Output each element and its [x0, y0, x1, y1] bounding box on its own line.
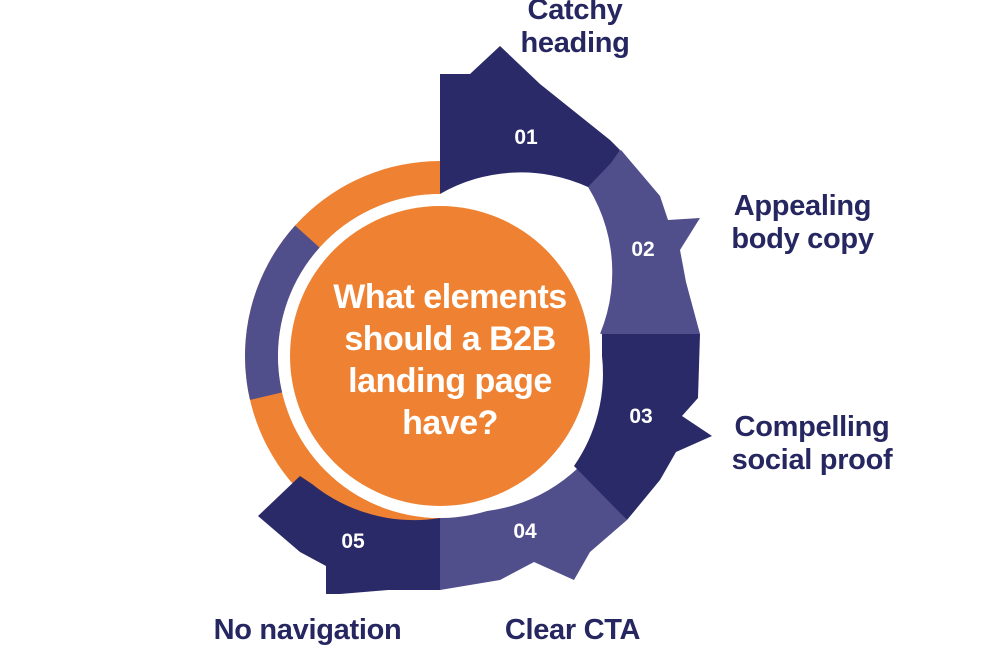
- center-question-line: landing page: [348, 362, 552, 400]
- segment-05: [258, 476, 440, 594]
- segment-01-label-line: Catchy: [527, 0, 623, 26]
- center-question-line: What elements: [333, 278, 567, 316]
- segment-01-number: 01: [514, 126, 538, 149]
- segment-04: [440, 468, 627, 590]
- segment-03-number: 03: [629, 405, 653, 428]
- segment-01-label: Catchy heading: [500, 0, 650, 60]
- segment-03: [574, 334, 712, 520]
- segment-03-label: Compelling social proof: [722, 411, 902, 477]
- segment-02: [576, 150, 700, 334]
- segment-05-label-line: No navigation: [213, 614, 402, 646]
- segment-02-label-line: Appealing: [733, 190, 872, 222]
- segment-02-number: 02: [631, 238, 655, 261]
- segment-01-label-line: heading: [520, 27, 630, 59]
- center-question-line: have?: [402, 404, 498, 442]
- segment-03-label-line: social proof: [731, 444, 893, 476]
- center-disc: [290, 206, 590, 506]
- segment-05-label: No navigation: [200, 614, 415, 647]
- segment-02-label: Appealing body copy: [720, 190, 885, 256]
- segment-01: [440, 46, 620, 194]
- center-question-line: should a B2B: [344, 320, 556, 358]
- segment-04-label: Clear CTA: [490, 614, 655, 647]
- segment-03-label-line: Compelling: [734, 411, 890, 443]
- segment-02-label-line: body copy: [731, 223, 874, 255]
- segment-04-number: 04: [513, 520, 537, 543]
- center-question: What elements should a B2B landing page …: [300, 276, 600, 444]
- segment-04-label-line: Clear CTA: [504, 614, 641, 646]
- segment-05-number: 05: [341, 530, 365, 553]
- outer-ring-slate-piece: [244, 225, 320, 400]
